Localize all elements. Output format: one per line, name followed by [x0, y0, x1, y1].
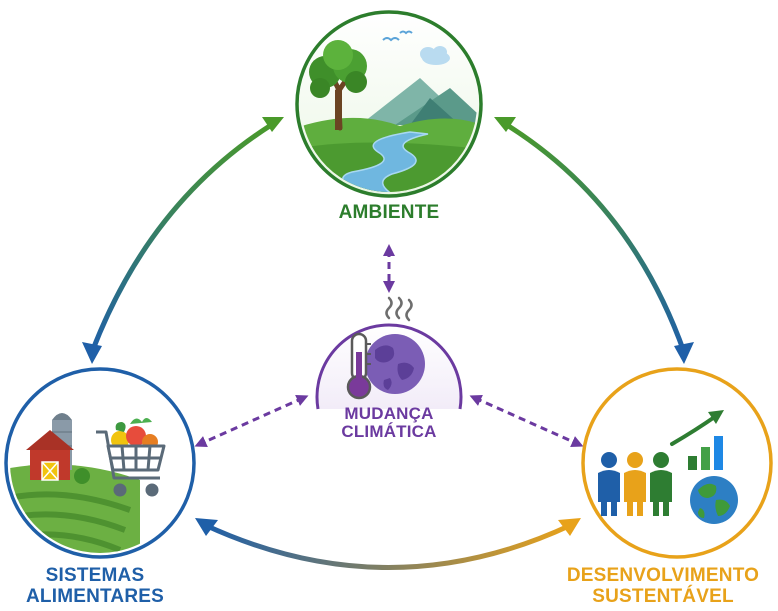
- bar-chart-icon: [688, 436, 723, 470]
- arrowhead-ambiente: [262, 117, 284, 132]
- heat-waves-icon: [385, 296, 413, 322]
- shopping-cart-icon: [96, 430, 166, 497]
- arrowhead-desenvolvimento-bottom: [558, 518, 581, 536]
- desenvolvimento-line1: DESENVOLVIMENTO: [566, 565, 760, 586]
- tree-icon: [309, 40, 367, 131]
- node-desenvolvimento-sustentavel: [581, 367, 773, 559]
- ambiente-title: AMBIENTE: [338, 202, 440, 223]
- node-label-ambiente: AMBIENTE: [289, 202, 489, 224]
- cycle-arrows: [82, 117, 694, 570]
- arrowhead-sistemas-bottom: [195, 518, 218, 536]
- growth-arrow-icon: [670, 410, 724, 446]
- dashed-arrow-right: [469, 394, 584, 448]
- node-mudanca-climatica: [315, 296, 463, 410]
- sistemas-line2: ALIMENTARES: [25, 585, 164, 607]
- node-label-desenvolvimento-sustentavel: DESENVOLVIMENTO SUSTENTÁVEL: [548, 565, 778, 607]
- arrow-sistemas-desenvolvimento: [202, 522, 574, 570]
- mudanca-line1: MUDANÇA: [344, 404, 434, 423]
- node-sistemas-alimentares: [4, 367, 196, 559]
- barn-icon: [26, 430, 74, 481]
- earth-icon: [690, 476, 738, 524]
- node-label-sistemas-alimentares: SISTEMAS ALIMENTARES: [0, 565, 190, 607]
- desenvolvimento-line2: SUSTENTÁVEL: [592, 585, 734, 607]
- sistemas-line1: SISTEMAS: [45, 565, 145, 586]
- arrowhead-desenvolvimento: [674, 342, 694, 364]
- arrowhead-ambiente-right: [494, 117, 516, 132]
- node-label-mudanca-climatica: MUDANÇA CLIMÁTICA: [289, 404, 489, 442]
- mudanca-line2: CLIMÁTICA: [341, 422, 437, 442]
- dashed-arrow-left: [194, 394, 309, 448]
- globe-icon: [365, 334, 425, 394]
- birds-icon: [382, 30, 413, 42]
- node-ambiente: [295, 10, 483, 198]
- thermometer-icon: [346, 332, 372, 400]
- river-icon: [342, 131, 429, 192]
- arrow-ambiente-desenvolvimento: [499, 119, 687, 355]
- mountains-icon: [360, 78, 477, 125]
- people-icon: [598, 452, 672, 516]
- arrowhead-sistemas: [82, 342, 102, 364]
- arrow-ambiente-sistemas: [89, 119, 279, 355]
- cloud-icon: [420, 46, 450, 65]
- climate-links: [194, 244, 584, 448]
